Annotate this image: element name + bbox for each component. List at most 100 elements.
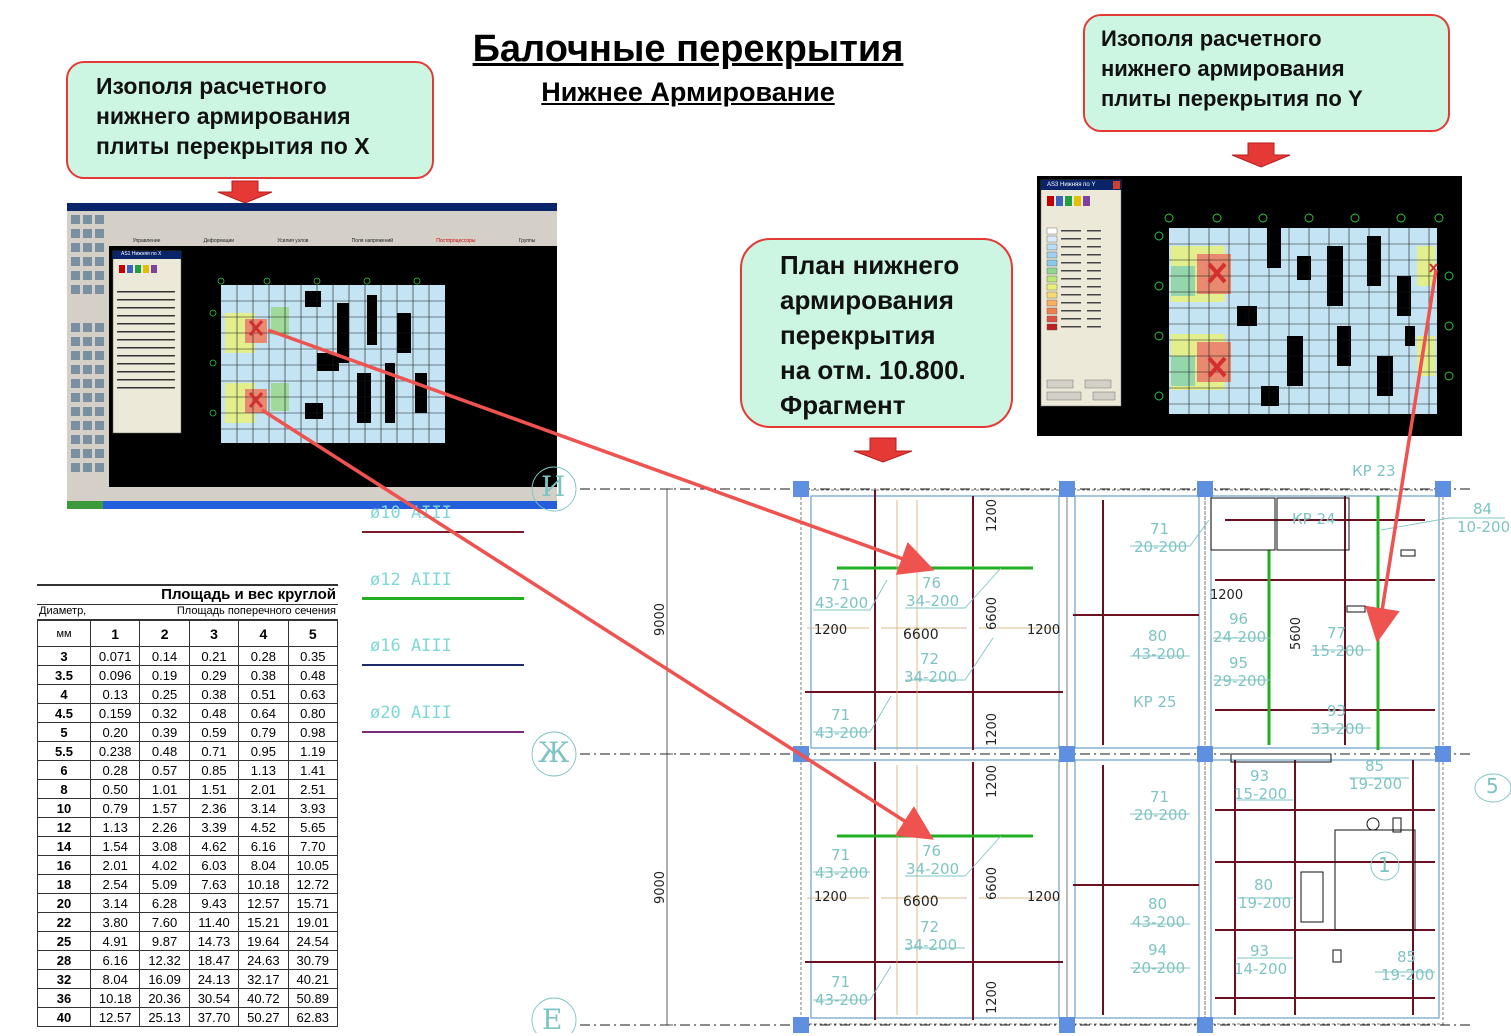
callout-line: плиты перекрытия по X bbox=[96, 133, 370, 159]
screenshot-x-graphic bbox=[67, 203, 557, 509]
table-cell-value: 1.01 bbox=[139, 779, 190, 799]
table-cell-value: 12.57 bbox=[89, 1007, 141, 1027]
legend-line-d10 bbox=[362, 531, 524, 533]
axis-label-e: Е bbox=[542, 1003, 563, 1036]
pointer-line-x-top bbox=[267, 328, 935, 575]
table-cell-value: 1.51 bbox=[188, 779, 240, 799]
table-cell-value: 6.28 bbox=[139, 893, 190, 913]
table-cell-diameter: 3.5 bbox=[37, 665, 91, 685]
callout-line: армирования bbox=[780, 285, 954, 315]
table-cell-value: 0.57 bbox=[139, 760, 190, 780]
table-cell-value: 0.35 bbox=[287, 646, 339, 666]
callout-isofield-y: Изополя расчетного нижнего армирования п… bbox=[1083, 14, 1450, 132]
table-cell-value: 37.70 bbox=[188, 1007, 240, 1027]
table-col-header: 4 bbox=[238, 620, 289, 647]
table-cell-value: 19.01 bbox=[287, 912, 339, 932]
table-col-header: 5 bbox=[287, 620, 339, 647]
table-cell-diameter: 40 bbox=[37, 1007, 91, 1027]
tab-gruppy: Группы bbox=[518, 238, 536, 244]
screenshot-x-panel-title: АS1 Нижняя по X bbox=[121, 251, 162, 257]
table-cell-diameter: 36 bbox=[37, 988, 91, 1008]
table-cell-value: 11.40 bbox=[188, 912, 240, 932]
pointer-line-x-bottom bbox=[261, 408, 934, 840]
table-cell-value: 62.83 bbox=[287, 1007, 339, 1027]
table-col-header: 2 bbox=[139, 620, 190, 647]
table-header-diameter: Диаметр, bbox=[39, 605, 87, 617]
table-cell-value: 3.14 bbox=[89, 893, 141, 913]
table-cell-value: 4.62 bbox=[188, 836, 240, 856]
table-cell-value: 2.01 bbox=[89, 855, 141, 875]
down-arrow-icon bbox=[853, 437, 913, 463]
table-cell-value: 10.18 bbox=[238, 874, 289, 894]
table-cell-value: 5.09 bbox=[139, 874, 190, 894]
table-cell-value: 7.63 bbox=[188, 874, 240, 894]
callout-line: нижнего армирования bbox=[96, 103, 351, 129]
screenshot-x-tabs: Управление Деформации Усилия узлов Поля … bbox=[111, 238, 557, 244]
callout-line: на отм. 10.800. bbox=[780, 355, 966, 385]
table-cell-diameter: 14 bbox=[37, 836, 91, 856]
table-cell-value: 0.238 bbox=[89, 741, 141, 761]
legend-label-d16: ø16 AIII bbox=[370, 636, 452, 656]
tab-polya: Поля напряжений bbox=[351, 238, 394, 244]
table-cell-value: 15.71 bbox=[287, 893, 339, 913]
callout-line: перекрытия bbox=[780, 320, 936, 350]
axis-label-1: 1 bbox=[1378, 853, 1391, 877]
table-cell-value: 2.54 bbox=[89, 874, 141, 894]
table-col-header: 3 bbox=[188, 620, 240, 647]
table-cell-value: 50.27 bbox=[238, 1007, 289, 1027]
table-cell-value: 30.79 bbox=[287, 950, 339, 970]
table-cell-value: 9.43 bbox=[188, 893, 240, 913]
page-title: Балочные перекрытия bbox=[472, 28, 904, 70]
screenshot-y-panel-title: АS3 Нижняя по Y bbox=[1047, 182, 1096, 188]
table-cell-value: 1.57 bbox=[139, 798, 190, 818]
dim-1200-left: 1200 bbox=[814, 623, 848, 638]
table-cell-value: 0.98 bbox=[287, 722, 339, 742]
table-cell-value: 6.16 bbox=[238, 836, 289, 856]
down-arrow-icon bbox=[1231, 142, 1291, 168]
tab-usiliya: Усилия узлов bbox=[277, 238, 309, 244]
table-cell-value: 2.01 bbox=[238, 779, 289, 799]
table-cell-diameter: 25 bbox=[37, 931, 91, 951]
kp-label-25: КР 25 bbox=[1133, 693, 1177, 711]
callout-line: Фрагмент bbox=[780, 390, 906, 420]
screenshot-isofield-y: АS3 Нижняя по Y bbox=[1037, 176, 1462, 436]
table-cell-value: 19.64 bbox=[238, 931, 289, 951]
legend-label-d20: ø20 AIII bbox=[370, 703, 452, 723]
table-cell-value: 24.54 bbox=[287, 931, 339, 951]
dim-1200-col: 1200 bbox=[1210, 588, 1244, 603]
floor-plan-drawing bbox=[531, 466, 1511, 1033]
table-cell-value: 40.21 bbox=[287, 969, 339, 989]
table-cell-value: 3.93 bbox=[287, 798, 339, 818]
table-cell-value: 1.13 bbox=[238, 760, 289, 780]
table-cell-diameter: 28 bbox=[37, 950, 91, 970]
table-cell-value: 9.87 bbox=[139, 931, 190, 951]
callout-line: Изополя расчетного bbox=[1101, 26, 1322, 51]
dim-6600-top: 6600 bbox=[903, 627, 939, 643]
kp-label-23: КР 23 bbox=[1352, 462, 1396, 480]
down-arrow-icon bbox=[217, 180, 273, 204]
table-cell-value: 7.70 bbox=[287, 836, 339, 856]
table-cell-diameter: 10 bbox=[37, 798, 91, 818]
